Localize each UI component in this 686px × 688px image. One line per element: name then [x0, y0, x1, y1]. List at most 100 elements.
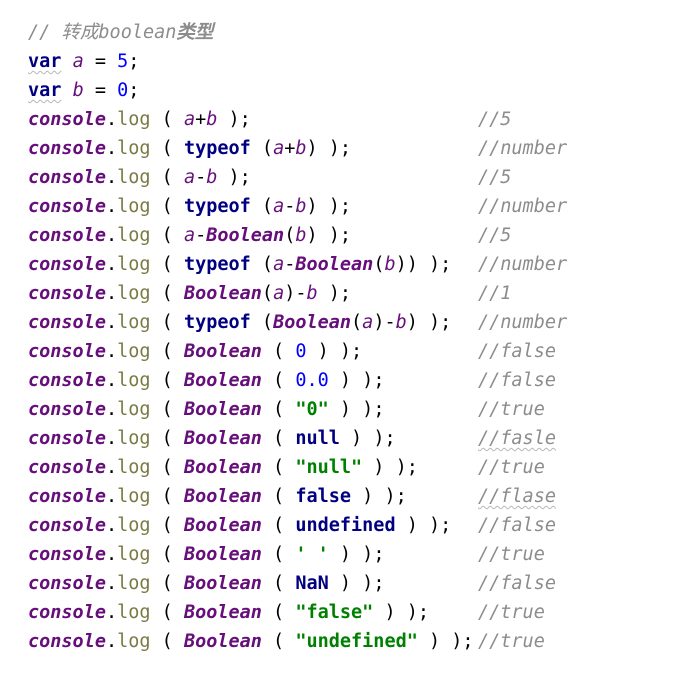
- code-comment: //number: [478, 254, 568, 275]
- code-token: ) );: [306, 138, 352, 159]
- code-token: console: [28, 544, 106, 565]
- code-token: a: [183, 109, 196, 130]
- code-token: a: [183, 225, 196, 246]
- code-token: b: [206, 109, 218, 130]
- code-token: .: [105, 486, 118, 507]
- code-line[interactable]: // 转成boolean类型: [28, 18, 676, 47]
- code-line[interactable]: console.log ( Boolean ( null ) );//fasle: [28, 424, 676, 453]
- code-line[interactable]: var b = 0;: [28, 76, 676, 105]
- code-line[interactable]: console.log ( Boolean ( 0 ) );//false: [28, 337, 676, 366]
- code-token: (: [150, 312, 184, 333]
- code-line[interactable]: console.log ( a+b );//5: [28, 105, 676, 134]
- code-token: log: [117, 109, 151, 130]
- code-token: .: [105, 457, 118, 478]
- code-token: console: [28, 631, 106, 652]
- code-token: =: [83, 80, 118, 101]
- code-comment: //5: [478, 225, 512, 246]
- code-comment: //flase: [478, 486, 556, 507]
- code-token: (: [261, 399, 296, 420]
- code-token: (: [373, 254, 385, 275]
- code-comment: //number: [478, 196, 568, 217]
- code-token: (: [261, 544, 296, 565]
- code-comment: //false: [478, 341, 556, 362]
- code-token: Boolean: [183, 370, 262, 391]
- code-token: b: [306, 283, 318, 304]
- code-token: Boolean: [183, 457, 262, 478]
- code-token: +: [195, 109, 207, 130]
- code-token: .: [105, 341, 118, 362]
- code-token: console: [28, 370, 106, 391]
- code-line[interactable]: console.log ( Boolean ( NaN ) );//false: [28, 569, 676, 598]
- code-token: );: [217, 109, 251, 130]
- code-token: 0.0: [295, 370, 329, 391]
- code-token: console: [28, 341, 106, 362]
- code-comment: //false: [478, 573, 556, 594]
- code-line[interactable]: console.log ( Boolean ( "0" ) );//true: [28, 395, 676, 424]
- code-line[interactable]: console.log ( Boolean ( false ) );//flas…: [28, 482, 676, 511]
- code-token: log: [117, 341, 151, 362]
- code-line[interactable]: console.log ( Boolean ( "false" ) );//tr…: [28, 598, 676, 627]
- code-token: Boolean: [183, 486, 262, 507]
- code-token: (: [284, 225, 296, 246]
- code-line[interactable]: console.log ( Boolean(a)-b );//1: [28, 279, 676, 308]
- code-token: (: [261, 631, 296, 652]
- code-token: log: [117, 631, 151, 652]
- code-token: (: [150, 341, 184, 362]
- code-line[interactable]: var a = 5;: [28, 47, 676, 76]
- code-comment: //true: [478, 457, 545, 478]
- code-token: ) );: [417, 631, 485, 652]
- code-line[interactable]: console.log ( typeof (a-b) );//number: [28, 192, 676, 221]
- code-line[interactable]: console.log ( Boolean ( "null" ) );//tru…: [28, 453, 676, 482]
- code-line[interactable]: console.log ( a-Boolean(b) );//5: [28, 221, 676, 250]
- code-line[interactable]: console.log ( Boolean ( undefined ) );//…: [28, 511, 676, 540]
- code-token: Boolean: [183, 341, 262, 362]
- code-token: (: [150, 573, 184, 594]
- code-token: )-: [284, 283, 307, 304]
- code-token: 0: [117, 80, 129, 101]
- code-line[interactable]: console.log ( typeof (Boolean(a)-b) );//…: [28, 308, 676, 337]
- code-comment: //number: [478, 138, 568, 159]
- code-token: "false": [295, 602, 374, 623]
- code-token: .: [105, 109, 118, 130]
- code-comment: //fasle: [478, 428, 556, 449]
- code-token: console: [28, 138, 106, 159]
- code-token: .: [105, 312, 118, 333]
- code-token: -: [195, 167, 207, 188]
- code-token: (: [150, 544, 184, 565]
- code-token: (: [150, 109, 184, 130]
- code-token: log: [117, 167, 151, 188]
- code-token: b: [384, 254, 396, 275]
- code-token: a: [72, 51, 84, 72]
- code-token: console: [28, 457, 106, 478]
- code-token: console: [28, 196, 106, 217]
- code-token: b: [395, 312, 407, 333]
- code-token: console: [28, 399, 106, 420]
- code-line[interactable]: console.log ( Boolean ( 0.0 ) );//false: [28, 366, 676, 395]
- code-line[interactable]: console.log ( typeof (a-Boolean(b)) );//…: [28, 250, 676, 279]
- code-token: .: [105, 138, 118, 159]
- code-token: )) );: [395, 254, 452, 275]
- code-line[interactable]: console.log ( Boolean ( ' ' ) );//true: [28, 540, 676, 569]
- code-token: .: [105, 515, 118, 536]
- code-token: (: [351, 312, 363, 333]
- code-token: ) );: [339, 428, 396, 449]
- code-line[interactable]: console.log ( Boolean ( "undefined" ) );…: [28, 627, 676, 656]
- code-token: (: [250, 196, 274, 217]
- code-token: log: [117, 573, 151, 594]
- code-token: (: [150, 515, 184, 536]
- code-token: (: [261, 428, 296, 449]
- code-line[interactable]: console.log ( typeof (a+b) );//number: [28, 134, 676, 163]
- code-token: =: [83, 51, 118, 72]
- code-line[interactable]: console.log ( a-b );//5: [28, 163, 676, 192]
- code-token: ) );: [362, 457, 418, 478]
- code-token: log: [117, 370, 151, 391]
- code-token: (: [150, 138, 184, 159]
- code-token: (: [250, 254, 274, 275]
- code-token: log: [117, 428, 151, 449]
- code-token: (: [261, 486, 296, 507]
- code-token: 类型: [176, 22, 214, 43]
- code-comment: //true: [478, 631, 545, 652]
- code-token: a: [273, 283, 285, 304]
